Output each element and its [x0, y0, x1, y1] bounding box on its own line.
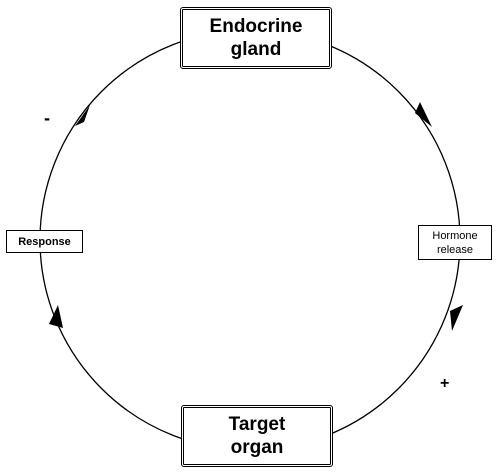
response-node: Response — [6, 230, 83, 253]
feedback-loop-circle — [39, 29, 461, 451]
positive-feedback-sign: + — [440, 375, 450, 392]
hormone-release-node: Hormone release — [418, 225, 492, 260]
endocrine-gland-node: Endocrine gland — [180, 7, 332, 69]
target-organ-label: Target organ — [228, 414, 286, 458]
arrow-target-to-response — [49, 305, 63, 328]
arrow-response-to-gland — [75, 105, 90, 126]
negative-feedback-sign: - — [44, 108, 50, 128]
endocrine-gland-label: Endocrine gland — [209, 16, 303, 60]
arrow-hormone-to-target — [450, 305, 463, 331]
arrow-gland-to-hormone — [415, 102, 432, 127]
target-organ-node: Target organ — [181, 405, 333, 467]
response-label: Response — [18, 235, 71, 248]
hormone-release-label: Hormone release — [432, 229, 478, 256]
